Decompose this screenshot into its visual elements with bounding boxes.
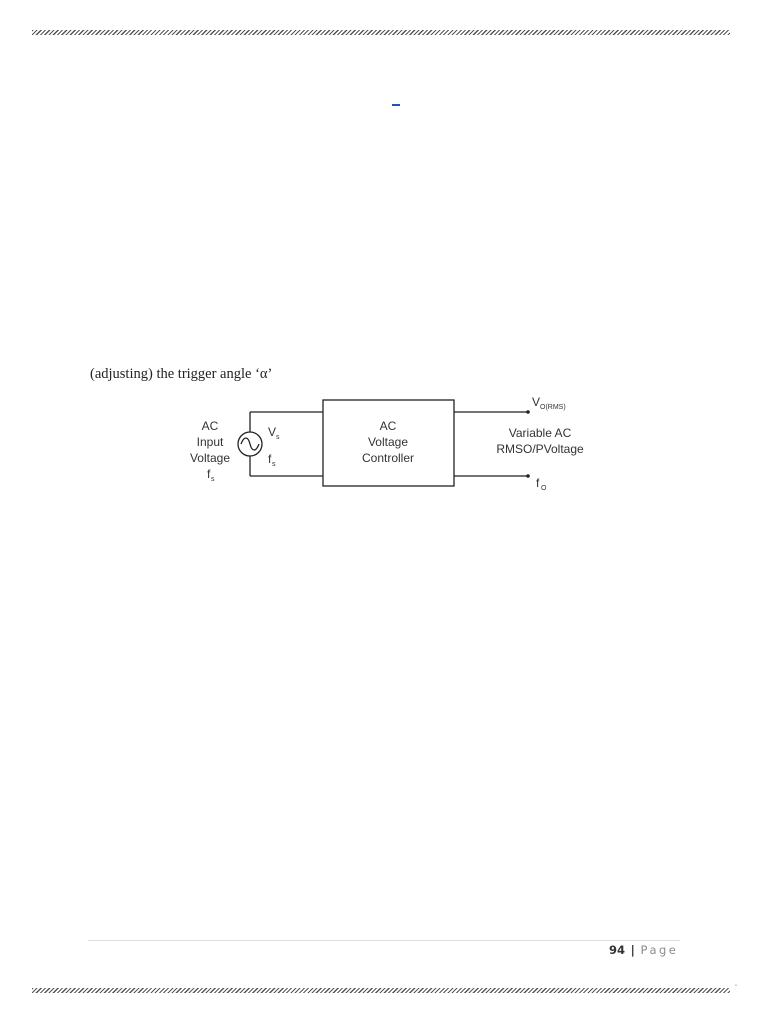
output-freq-sub: O [541,485,547,492]
controller-label-line-3: Controller [362,451,414,465]
input-label-line-1: AC [202,419,219,433]
output-terminal-bottom [526,474,530,478]
controller-label-line-1: AC [380,419,397,433]
ac-source-symbol [237,431,263,457]
source-freq-label: f [268,452,272,466]
output-desc-line-1: Variable AC [509,426,572,440]
body-text-line: (adjusting) the trigger angle ‘α’ [90,366,273,382]
bottom-decorative-border [32,988,730,993]
ac-voltage-controller-diagram: AC Input Voltage f s V s f s AC Voltage … [170,390,610,502]
sine-wave-icon [240,437,260,451]
source-voltage-label: V [268,425,276,439]
corner-mark: ¨ [734,984,738,993]
page-word: Page [640,943,679,957]
output-voltage-sub: O(RMS) [540,404,566,411]
footer-divider [88,940,680,941]
top-decorative-border [32,30,730,35]
input-label-line-2: Input [197,435,224,449]
page-footer: 94 | Page [609,943,678,957]
input-label-line-3: Voltage [190,451,230,465]
output-freq-label: f [536,476,540,490]
footer-separator: | [630,943,635,957]
input-freq-sub: s [211,476,215,483]
controller-label-line-2: Voltage [368,435,408,449]
source-freq-sub: s [272,461,276,468]
link-fragment[interactable] [392,104,400,106]
source-voltage-sub: s [276,434,280,441]
page-number: 94 [609,943,626,957]
input-freq-label: f [207,467,211,481]
output-desc-line-2: RMSO/PVoltage [496,442,584,456]
output-terminal-top [526,410,530,414]
output-voltage-label: V [532,395,540,409]
controller-box [322,399,455,487]
